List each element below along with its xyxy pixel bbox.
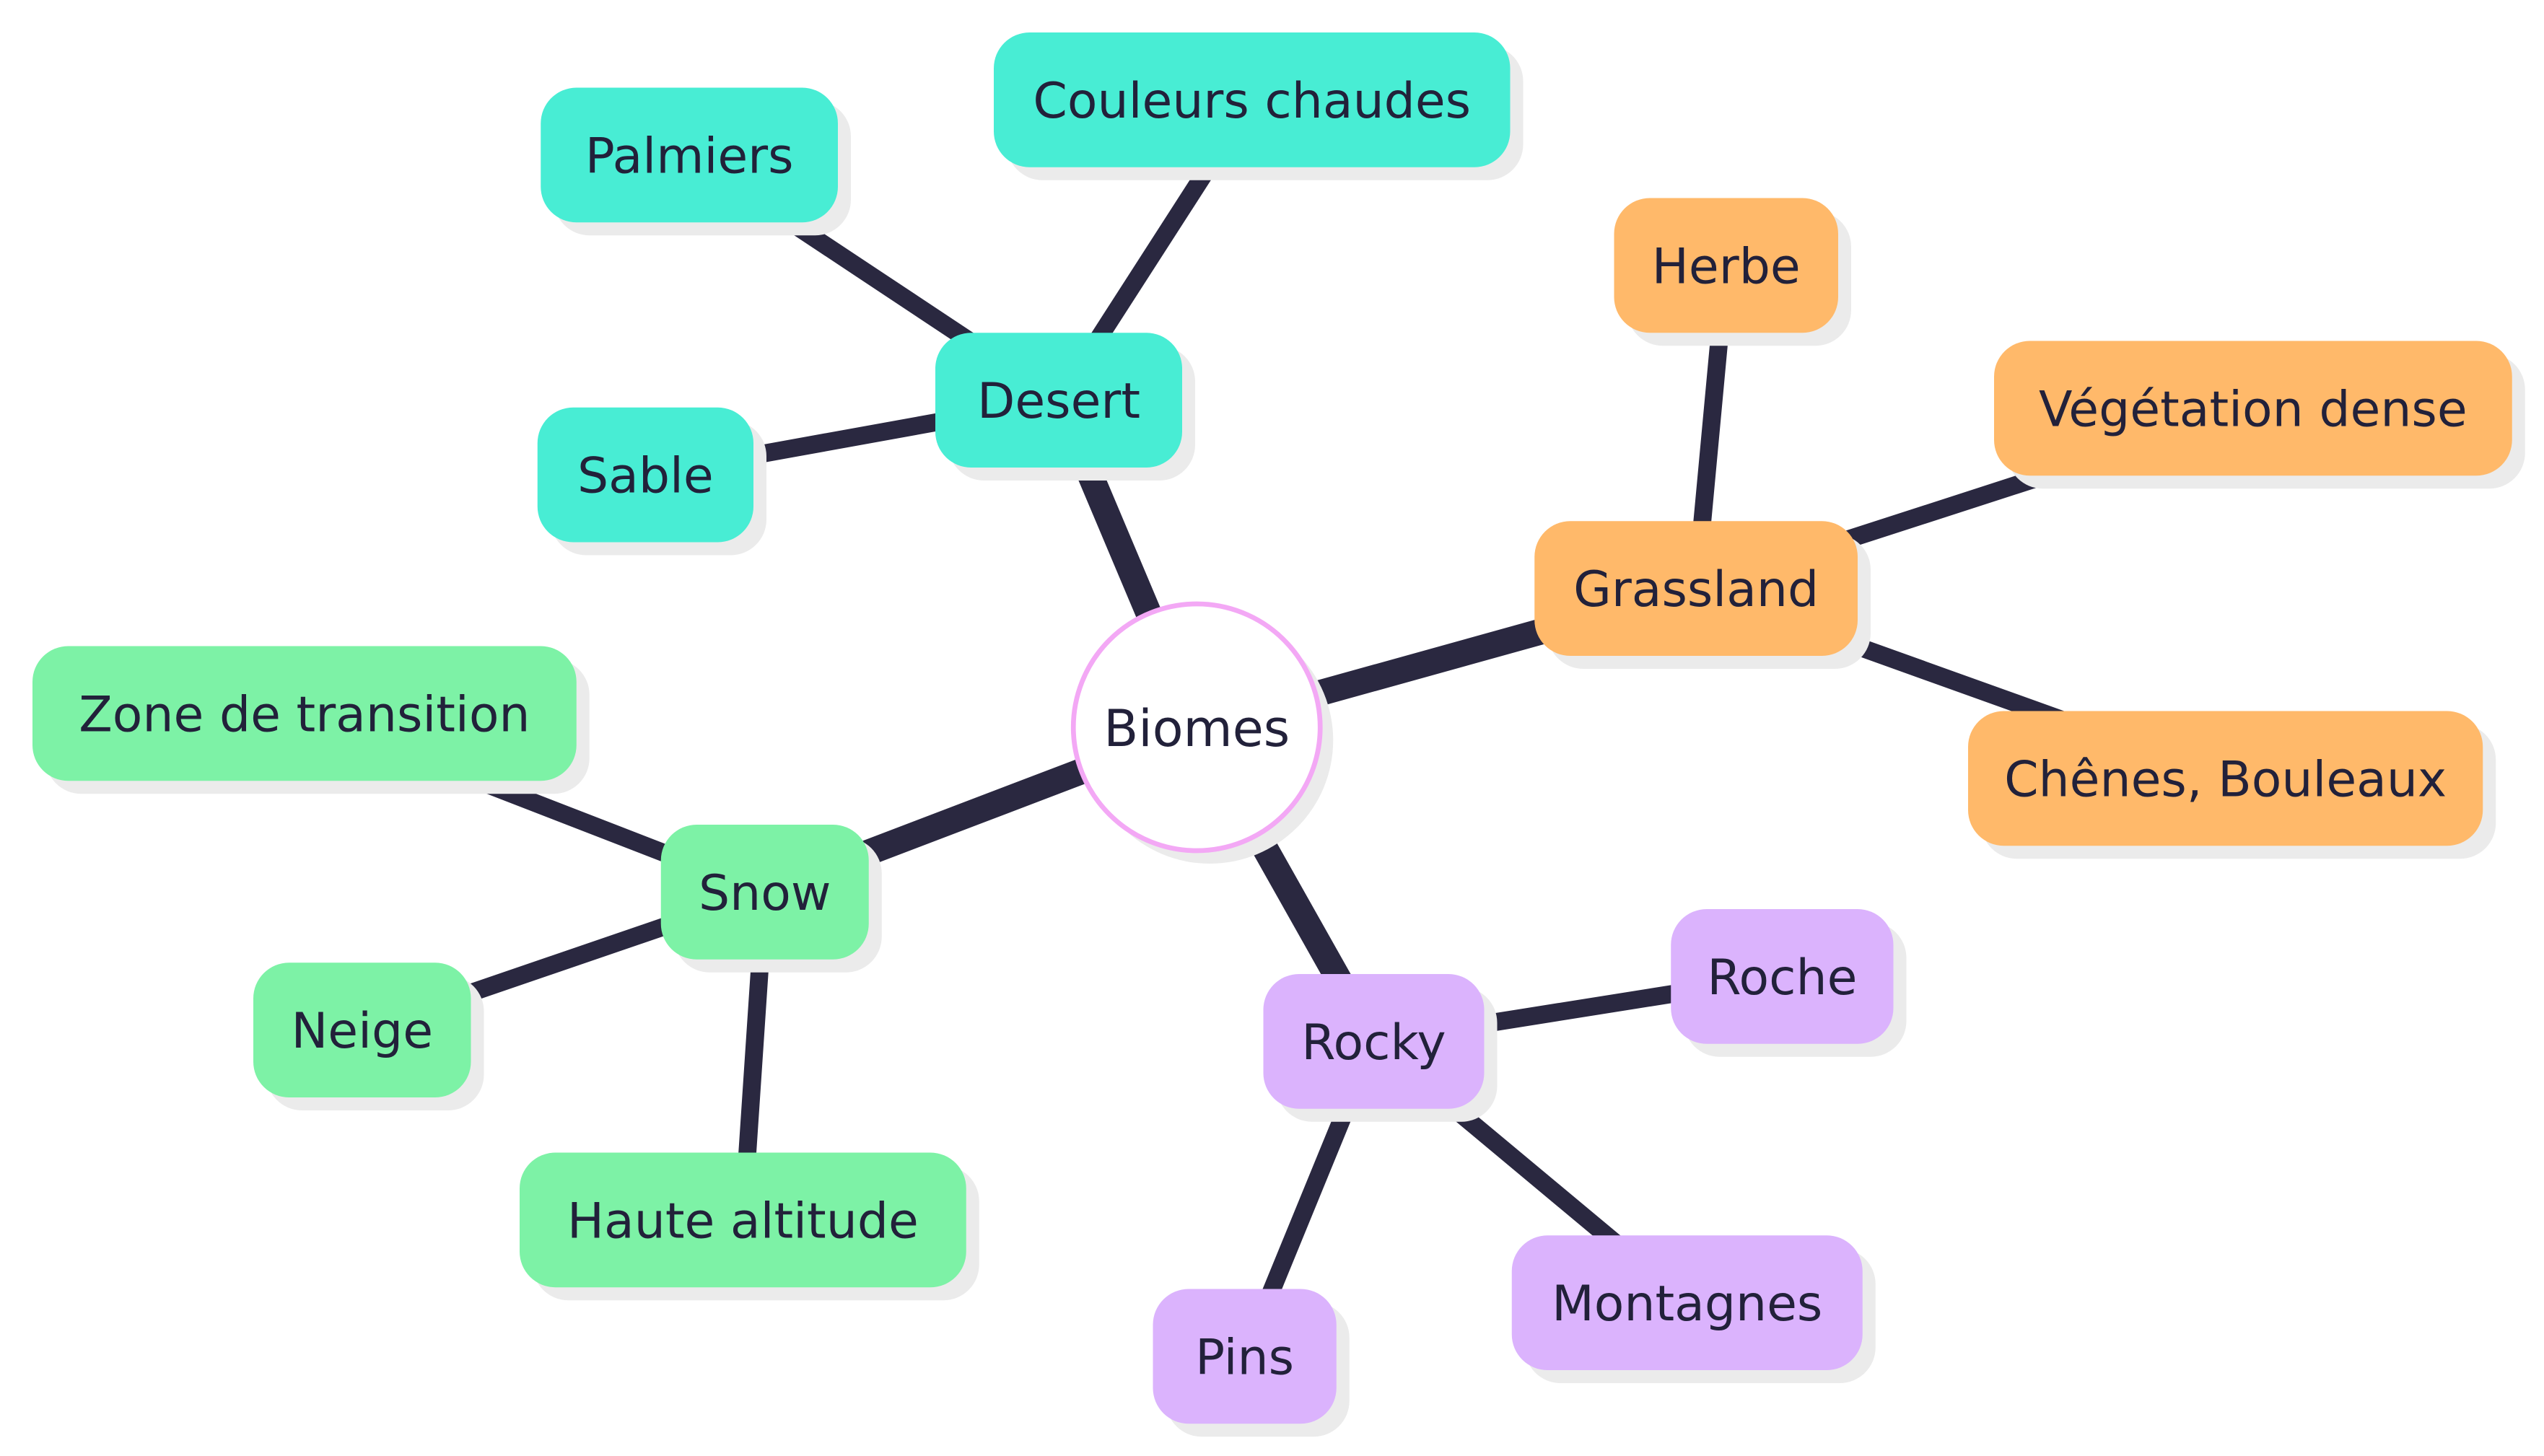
leaf-node-snow-0-label: Zone de transition [79, 686, 530, 743]
root-node: Biomes [1070, 601, 1334, 864]
leaf-node-desert-0-label: Palmiers [585, 128, 794, 185]
leaf-node-rocky-2-label: Pins [1195, 1329, 1294, 1386]
leaf-node-desert-0: Palmiers [541, 87, 851, 236]
branch-node-desert-box [935, 333, 1182, 468]
leaf-node-desert-0-box [541, 87, 838, 223]
leaf-node-desert-2-box [537, 407, 753, 543]
branch-node-desert-label: Desert [977, 373, 1140, 430]
leaf-node-rocky-1-label: Montagnes [1552, 1276, 1822, 1333]
leaf-node-desert-1-box [994, 32, 1511, 167]
leaf-node-snow-1-label: Neige [291, 1003, 433, 1060]
leaf-node-grassland-2-label: Chênes, Bouleaux [2004, 751, 2447, 808]
branch-node-grassland-label: Grassland [1573, 561, 1819, 618]
leaf-node-grassland-0: Herbe [1614, 198, 1851, 346]
branch-node-grassland-box [1534, 521, 1858, 656]
branch-node-snow-label: Snow [699, 865, 831, 922]
branch-node-rocky-box [1263, 974, 1485, 1109]
leaf-node-snow-2: Haute altitude [520, 1152, 979, 1301]
leaf-node-grassland-0-box [1614, 198, 1838, 333]
leaf-node-snow-2-label: Haute altitude [567, 1193, 919, 1250]
leaf-node-rocky-1-box [1511, 1235, 1863, 1370]
branch-node-snow: Snow [660, 825, 882, 973]
leaf-node-desert-1: Couleurs chaudes [994, 32, 1524, 180]
leaf-node-snow-0-box [32, 646, 577, 781]
leaf-node-rocky-0: Roche [1671, 909, 1907, 1057]
leaf-node-rocky-2-box [1153, 1289, 1337, 1424]
leaf-node-rocky-1: Montagnes [1511, 1235, 1876, 1383]
leaf-node-grassland-1-box [1994, 341, 2512, 476]
leaf-node-desert-2: Sable [537, 407, 766, 556]
nodes: Biomes Desert Palmiers Couleurs chaudesSabl… [32, 32, 2525, 1437]
leaf-node-grassland-2: Chênes, Bouleaux [1968, 711, 2496, 859]
branch-node-desert: Desert [935, 333, 1195, 481]
leaf-node-grassland-1: Végétation dense [1994, 341, 2525, 489]
root-node-label: Biomes [1103, 699, 1290, 758]
branch-node-rocky: Rocky [1263, 974, 1498, 1122]
branch-node-rocky-label: Rocky [1301, 1014, 1446, 1071]
leaf-node-rocky-2: Pins [1153, 1289, 1350, 1437]
leaf-node-snow-1: Neige [253, 962, 484, 1110]
leaf-node-desert-1-label: Couleurs chaudes [1033, 73, 1471, 130]
leaf-node-snow-0: Zone de transition [32, 646, 590, 794]
leaf-node-grassland-0-label: Herbe [1652, 238, 1801, 295]
leaf-node-grassland-2-box [1968, 711, 2483, 846]
branch-node-grassland: Grassland [1534, 521, 1871, 669]
leaf-node-snow-2-box [520, 1152, 966, 1288]
branch-node-snow-box [660, 825, 869, 960]
leaf-node-rocky-0-label: Roche [1707, 950, 1857, 1007]
leaf-node-grassland-1-label: Végétation dense [2039, 381, 2467, 438]
leaf-node-snow-1-box [253, 962, 471, 1097]
leaf-node-desert-2-label: Sable [577, 448, 714, 505]
root-node-circle [1070, 601, 1323, 854]
leaf-node-rocky-0-box [1671, 909, 1894, 1044]
